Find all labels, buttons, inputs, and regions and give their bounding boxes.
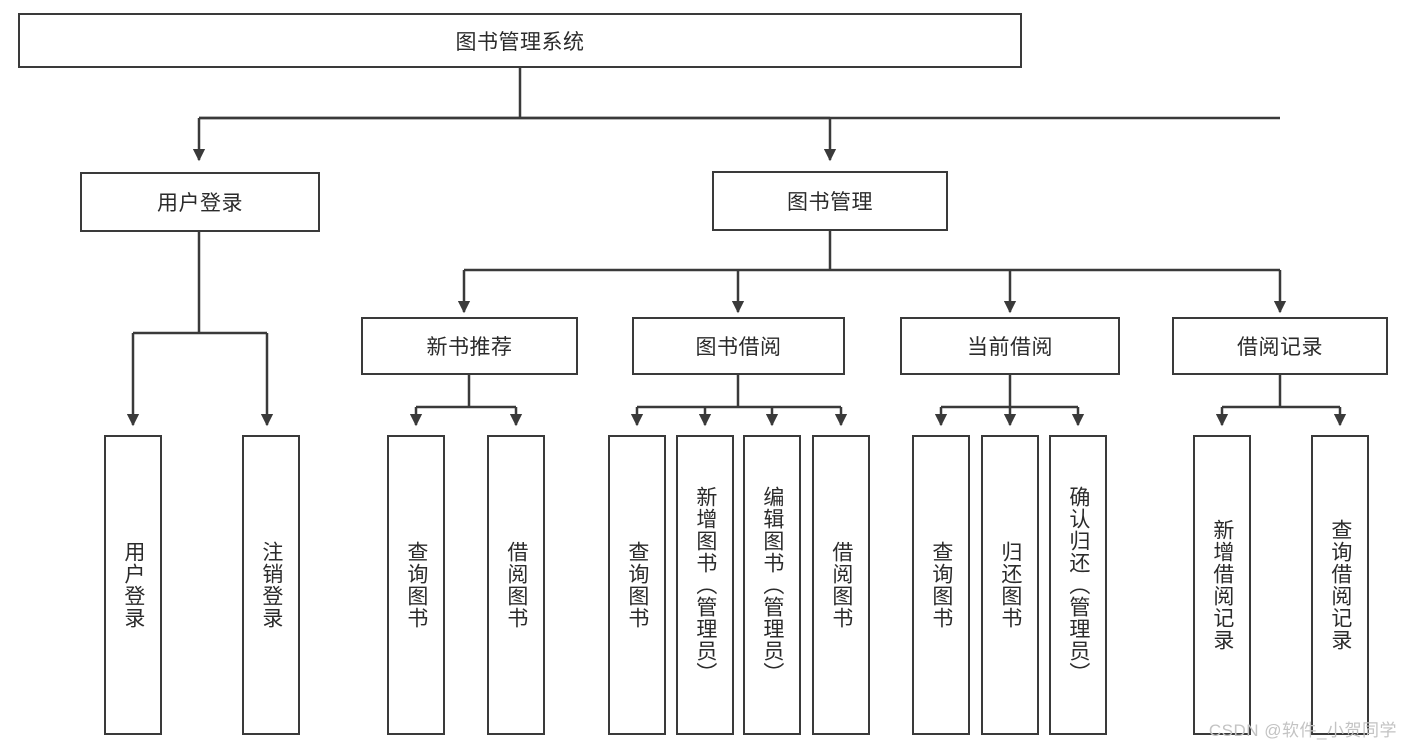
leaf-label: 新增图书（管理员）	[693, 486, 717, 684]
leaf-book-borrow-add[interactable]: 新增图书（管理员）	[676, 435, 734, 735]
node-book-borrow[interactable]: 图书借阅	[632, 317, 845, 375]
leaf-label: 新增借阅记录	[1210, 519, 1234, 651]
leaf-label: 查询图书	[404, 541, 428, 629]
node-current-borrow[interactable]: 当前借阅	[900, 317, 1120, 375]
node-user-login-label: 用户登录	[157, 192, 243, 215]
leaf-borrow-record-add[interactable]: 新增借阅记录	[1193, 435, 1251, 735]
leaf-label: 查询图书	[929, 541, 953, 629]
leaf-label: 借阅图书	[504, 541, 528, 629]
node-book-borrow-label: 图书借阅	[695, 336, 782, 359]
leaf-book-borrow-edit[interactable]: 编辑图书（管理员）	[743, 435, 801, 735]
leaf-book-borrow-borrow[interactable]: 借阅图书	[812, 435, 870, 735]
leaf-label: 用户登录	[121, 541, 145, 629]
leaf-label: 确认归还（管理员）	[1066, 486, 1090, 684]
csdn-watermark: CSDN @软件_小贺同学	[1208, 721, 1397, 740]
leaf-label: 注销登录	[259, 541, 283, 629]
node-book-management[interactable]: 图书管理	[712, 171, 948, 231]
leaf-current-borrow-query[interactable]: 查询图书	[912, 435, 970, 735]
node-book-management-label: 图书管理	[787, 191, 873, 214]
leaf-borrow-record-query[interactable]: 查询借阅记录	[1311, 435, 1369, 735]
node-root[interactable]: 图书管理系统	[18, 13, 1022, 68]
node-new-book-recommend-label: 新书推荐	[426, 336, 513, 359]
leaf-new-book-query[interactable]: 查询图书	[387, 435, 445, 735]
node-current-borrow-label: 当前借阅	[967, 336, 1053, 359]
node-borrow-record[interactable]: 借阅记录	[1172, 317, 1388, 375]
leaf-new-book-borrow[interactable]: 借阅图书	[487, 435, 545, 735]
leaf-label: 归还图书	[998, 541, 1022, 629]
leaf-user-login-logout[interactable]: 注销登录	[242, 435, 300, 735]
node-borrow-record-label: 借阅记录	[1237, 336, 1323, 359]
leaf-label: 查询借阅记录	[1328, 519, 1352, 651]
leaf-current-borrow-return[interactable]: 归还图书	[981, 435, 1039, 735]
node-user-login[interactable]: 用户登录	[80, 172, 320, 232]
leaf-book-borrow-query[interactable]: 查询图书	[608, 435, 666, 735]
leaf-label: 查询图书	[625, 541, 649, 629]
leaf-user-login-login[interactable]: 用户登录	[104, 435, 162, 735]
leaf-label: 编辑图书（管理员）	[760, 486, 784, 684]
node-root-label: 图书管理系统	[455, 30, 585, 54]
node-new-book-recommend[interactable]: 新书推荐	[361, 317, 578, 375]
leaf-label: 借阅图书	[829, 541, 853, 629]
leaf-current-borrow-confirm[interactable]: 确认归还（管理员）	[1049, 435, 1107, 735]
